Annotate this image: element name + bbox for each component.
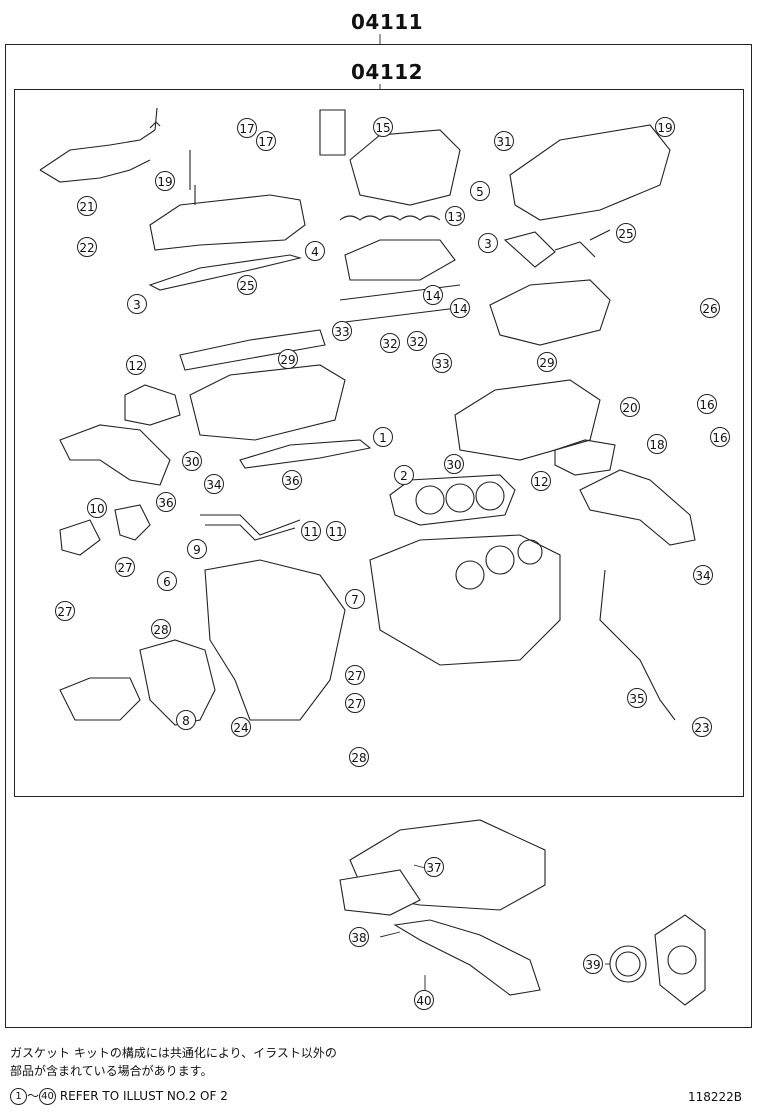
japanese-note-line-2: 部品が含まれている場合があります。 [10,1064,213,1078]
callout-14a: 14 [423,285,443,305]
callout-39: 39 [583,954,603,974]
outer-kit-part-number: 04111 [351,10,424,34]
callout-21: 21 [77,196,97,216]
callout-29b: 29 [537,352,557,372]
reference-note: 1～40 REFER TO ILLUST NO.2 OF 2 [10,1087,228,1105]
callout-14b: 14 [450,298,470,318]
ref-text: REFER TO ILLUST NO.2 OF 2 [59,1089,228,1103]
callout-40: 40 [414,990,434,1010]
callout-36a: 36 [282,470,302,490]
callout-29a: 29 [278,349,298,369]
callout-30a: 30 [182,451,202,471]
outer-kit-frame [5,44,752,1028]
callout-6: 6 [157,571,177,591]
callout-3b: 3 [127,294,147,314]
callout-35: 35 [627,688,647,708]
engine-gasket-exploded-diagram [39,107,706,1006]
callout-28b: 28 [349,747,369,767]
callout-31: 31 [494,131,514,151]
callout-10: 10 [87,498,107,518]
japanese-note: ガスケット キットの構成には共通化により、イラスト以外の 部品が含まれている場合… [10,1044,337,1080]
callout-16b: 16 [710,427,730,447]
callout-20: 20 [620,397,640,417]
callout-34a: 34 [204,474,224,494]
callout-12a: 12 [126,355,146,375]
callout-4: 4 [305,241,325,261]
callout-12b: 12 [531,471,551,491]
ref-tilde: ～ [27,1089,40,1103]
inner-kit-frame [14,89,744,797]
callout-27c: 27 [345,665,365,685]
callout-36b: 36 [156,492,176,512]
callout-15: 15 [373,117,393,137]
callout-33b: 33 [432,353,452,373]
callout-19b: 19 [655,117,675,137]
callout-30b: 30 [444,454,464,474]
callout-37: 37 [424,857,444,877]
callout-32b: 32 [407,331,427,351]
callout-16a: 16 [697,394,717,414]
callout-34b: 34 [693,565,713,585]
callout-33a: 33 [332,321,352,341]
header-leader-lines [379,34,381,89]
callout-24: 24 [231,717,251,737]
illustration-code: 118222B [688,1090,743,1104]
callout-8: 8 [176,710,196,730]
callout-2: 2 [394,465,414,485]
callout-13: 13 [445,206,465,226]
callout-3a: 3 [478,233,498,253]
callout-25b: 25 [237,275,257,295]
callout-17a: 17 [237,118,257,138]
japanese-note-line-1: ガスケット キットの構成には共通化により、イラスト以外の [10,1046,337,1060]
ref-start-circle: 1 [10,1088,27,1105]
callout-18: 18 [647,434,667,454]
callout-1: 1 [373,427,393,447]
callout-7: 7 [345,589,365,609]
callout-27b: 27 [55,601,75,621]
inner-kit-part-number: 04112 [351,60,424,84]
callout-38: 38 [349,927,369,947]
callout-11a: 11 [301,521,321,541]
callout-11b: 11 [326,521,346,541]
callout-25a: 25 [616,223,636,243]
callout-22: 22 [77,237,97,257]
ref-end-circle: 40 [39,1088,57,1105]
callout-27d: 27 [345,693,365,713]
callout-28a: 28 [151,619,171,639]
callout-9: 9 [187,539,207,559]
callout-23: 23 [692,717,712,737]
callout-26: 26 [700,298,720,318]
callout-17b: 17 [256,131,276,151]
callout-32a: 32 [380,333,400,353]
callout-27a: 27 [115,557,135,577]
callout-5: 5 [470,181,490,201]
callout-19a: 19 [155,171,175,191]
